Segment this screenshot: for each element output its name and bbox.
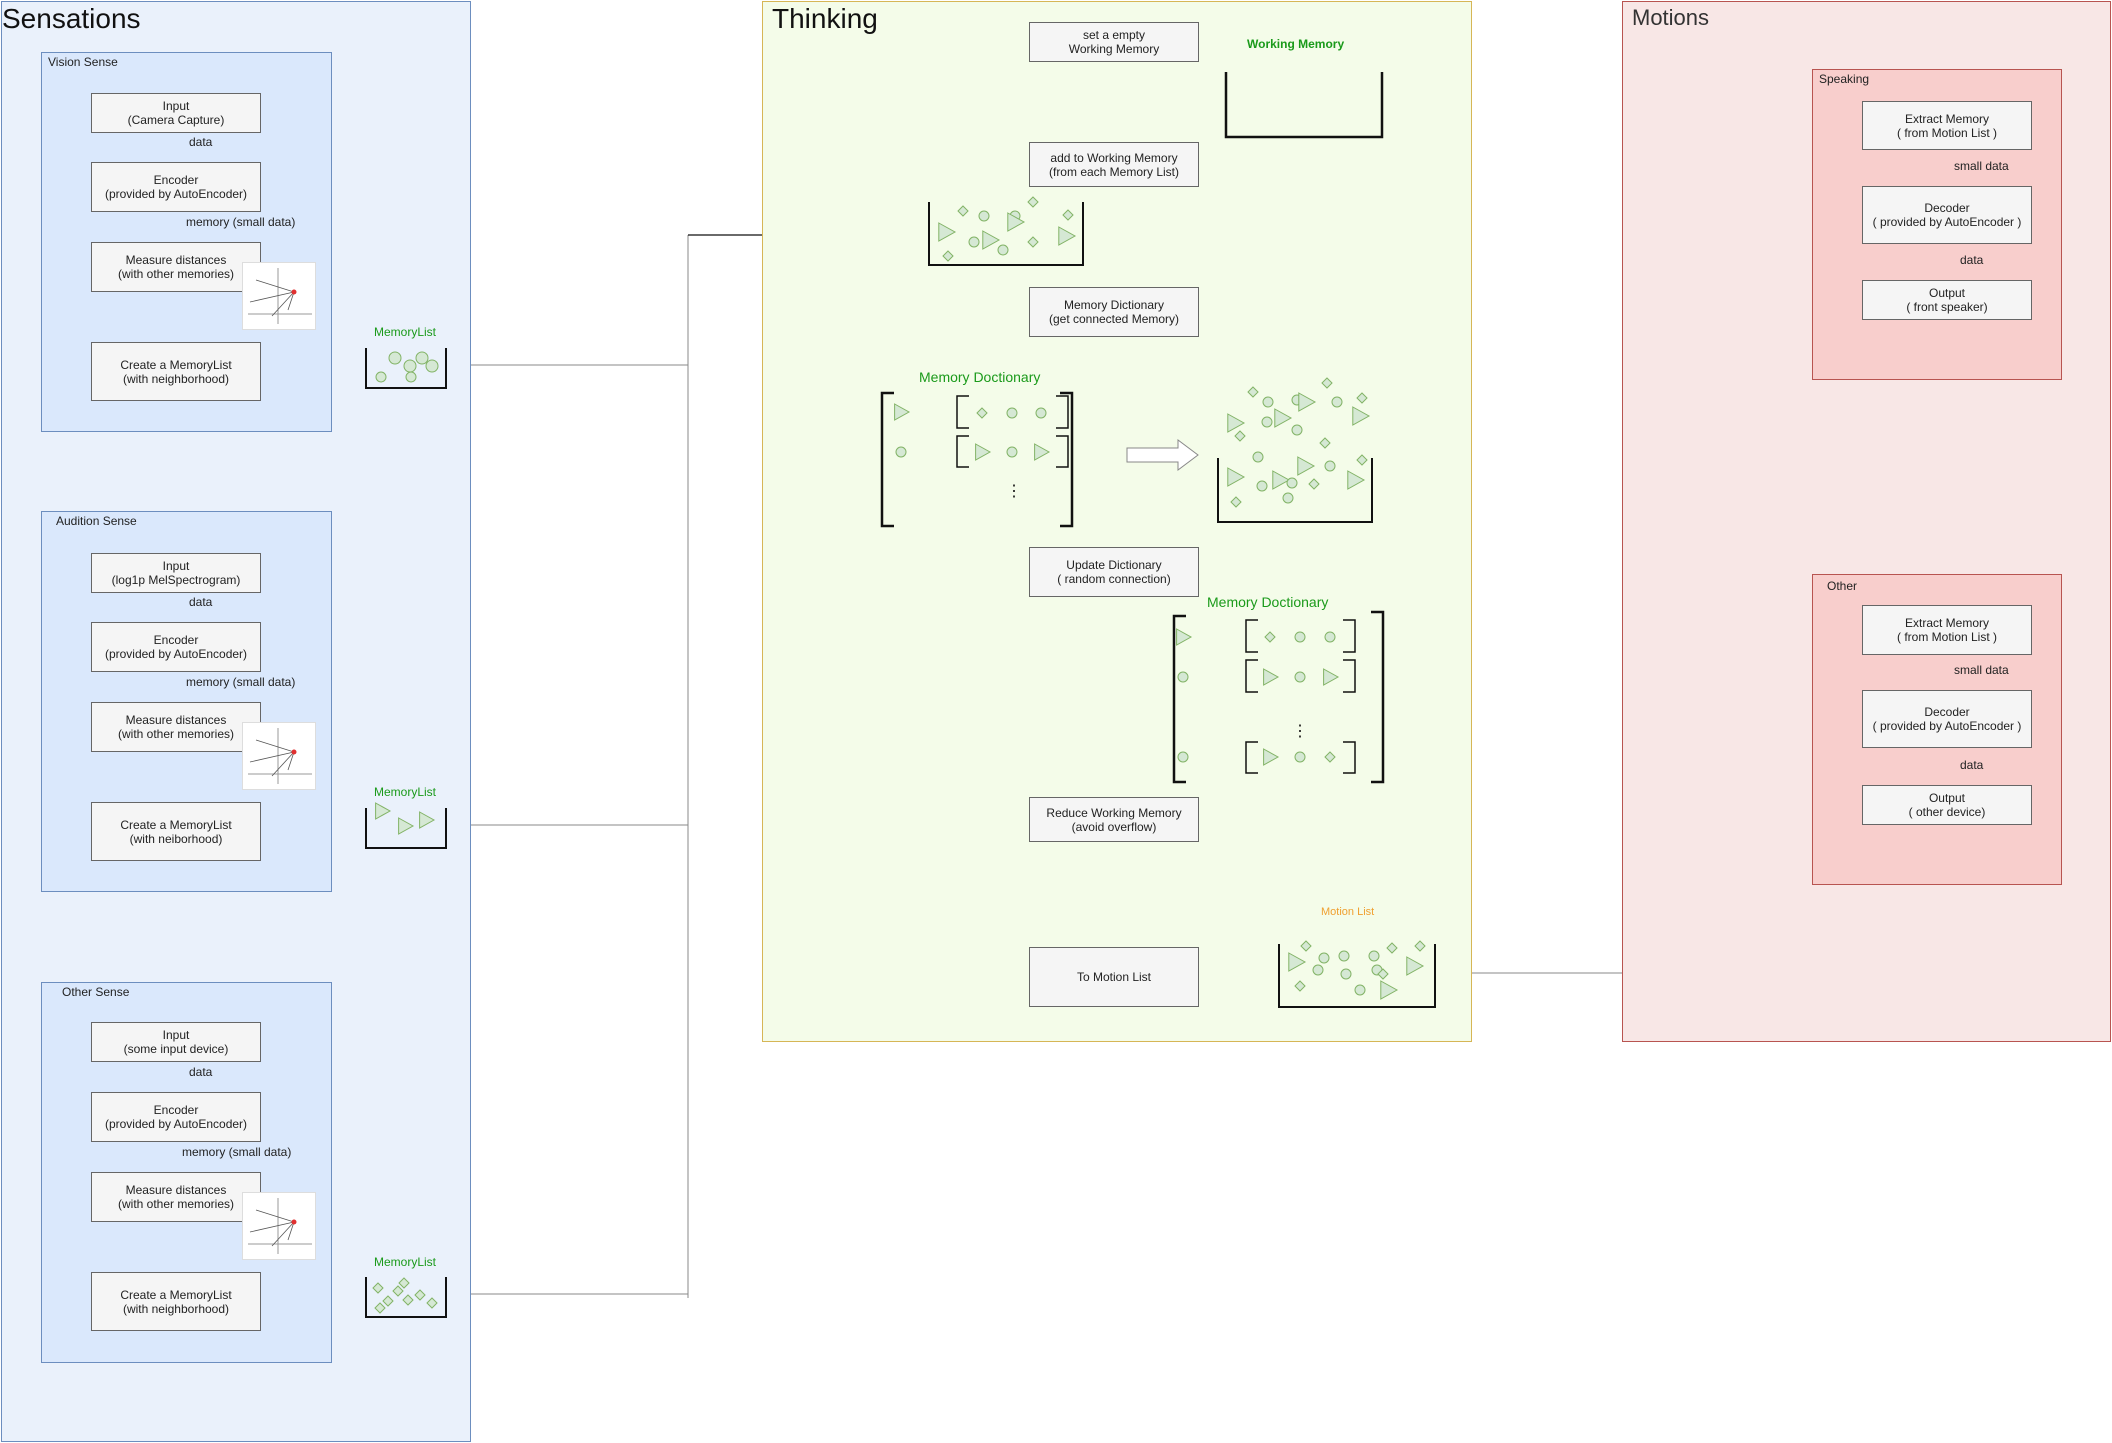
audition-encoder-box[interactable]: Encoder (provided by AutoEncoder)	[91, 622, 261, 672]
motion-list-label: Motion List	[1321, 906, 1375, 918]
plot-center-point	[291, 1219, 297, 1225]
audition-sense-title: Audition Sense	[56, 514, 137, 528]
add-to-working-memory-box[interactable]: add to Working Memory (from each Memory …	[1029, 142, 1199, 187]
plot-ray	[255, 1209, 295, 1223]
vision-create-memorylist-box[interactable]: Create a MemoryList (with neighborhood)	[91, 342, 261, 401]
other-motion-title: Other	[1827, 579, 1858, 593]
speaking-data-label: data	[1960, 253, 1984, 267]
reduce-working-memory-box[interactable]: Reduce Working Memory (avoid overflow)	[1029, 797, 1199, 842]
other-sense-title: Other Sense	[62, 985, 130, 999]
memory-dictionary-box[interactable]: Memory Dictionary (get connected Memory)	[1029, 287, 1199, 337]
speaking-extract-memory-box[interactable]: Extract Memory ( from Motion List )	[1862, 101, 2032, 150]
plot-ray	[271, 751, 295, 777]
plot-frame	[242, 1192, 316, 1260]
audition-measure-box[interactable]: Measure distances (with other memories)	[91, 702, 261, 752]
vision-input-box[interactable]: Input (Camera Capture)	[91, 93, 261, 133]
plot-ray	[249, 1221, 295, 1233]
memory-dictionary-label-2: Memory Doctionary	[1207, 594, 1329, 610]
audition-input-box[interactable]: Input (log1p MelSpectrogram)	[91, 553, 261, 593]
vision-data-label: data	[189, 135, 213, 149]
other-measure-box[interactable]: Measure distances (with other memories)	[91, 1172, 261, 1222]
audition-create-memorylist-box[interactable]: Create a MemoryList (with neiborhood)	[91, 802, 261, 861]
other-create-memorylist-box[interactable]: Create a MemoryList (with neighborhood)	[91, 1272, 261, 1331]
sensations-title: Sensations	[2, 3, 141, 34]
plot-ray	[255, 279, 295, 293]
audition-memorylist-label: MemoryList	[374, 785, 437, 799]
other-memorylist-label: MemoryList	[374, 1255, 437, 1269]
speaking-title: Speaking	[1819, 72, 1870, 86]
plot-frame	[242, 262, 316, 330]
working-memory-label: Working Memory	[1247, 37, 1345, 51]
other-output-box[interactable]: Output ( other device)	[1862, 785, 2032, 825]
motions-title: Motions	[1632, 5, 1710, 30]
plot-ray	[287, 1221, 295, 1241]
speaking-output-box[interactable]: Output ( front speaker)	[1862, 280, 2032, 320]
other-extract-memory-box[interactable]: Extract Memory ( from Motion List )	[1862, 605, 2032, 655]
plot-ray	[255, 739, 295, 753]
audition-distance-plot-thumbnail	[242, 722, 316, 790]
vision-memorylist-label: MemoryList	[374, 325, 437, 339]
vision-measure-box[interactable]: Measure distances (with other memories)	[91, 242, 261, 292]
thinking-title: Thinking	[772, 3, 878, 34]
plot-center-point	[291, 289, 297, 295]
vision-distance-plot-thumbnail	[242, 262, 316, 330]
plot-center-point	[291, 749, 297, 755]
memory-dictionary-label-1: Memory Doctionary	[919, 369, 1041, 385]
plot-ray	[249, 291, 295, 303]
other-memory-label: memory (small data)	[182, 1145, 292, 1159]
vision-encoder-box[interactable]: Encoder (provided by AutoEncoder)	[91, 162, 261, 212]
other-encoder-box[interactable]: Encoder (provided by AutoEncoder)	[91, 1092, 261, 1142]
plot-ray	[287, 291, 295, 311]
plot-frame	[242, 722, 316, 790]
plot-ray	[271, 1221, 295, 1247]
to-motion-list-box[interactable]: To Motion List	[1029, 947, 1199, 1007]
vision-memory-label: memory (small data)	[186, 215, 296, 229]
audition-data-label: data	[189, 595, 213, 609]
update-dictionary-box[interactable]: Update Dictionary ( random connection)	[1029, 547, 1199, 597]
plot-ray	[271, 291, 295, 317]
speaking-small-data-label: small data	[1954, 159, 2009, 173]
plot-ray	[249, 751, 295, 763]
other-decoder-box[interactable]: Decoder ( provided by AutoEncoder )	[1862, 690, 2032, 748]
speaking-decoder-box[interactable]: Decoder ( provided by AutoEncoder )	[1862, 186, 2032, 244]
other-input-box[interactable]: Input (some input device)	[91, 1022, 261, 1062]
vision-sense-title: Vision Sense	[48, 55, 118, 69]
other-small-data-label: small data	[1954, 663, 2009, 677]
other-data-label: data	[189, 1065, 213, 1079]
set-empty-working-memory-box[interactable]: set a empty Working Memory	[1029, 22, 1199, 62]
audition-memory-label: memory (small data)	[186, 675, 296, 689]
other-distance-plot-thumbnail	[242, 1192, 316, 1260]
other-data-label-motion: data	[1960, 758, 1984, 772]
plot-ray	[287, 751, 295, 771]
